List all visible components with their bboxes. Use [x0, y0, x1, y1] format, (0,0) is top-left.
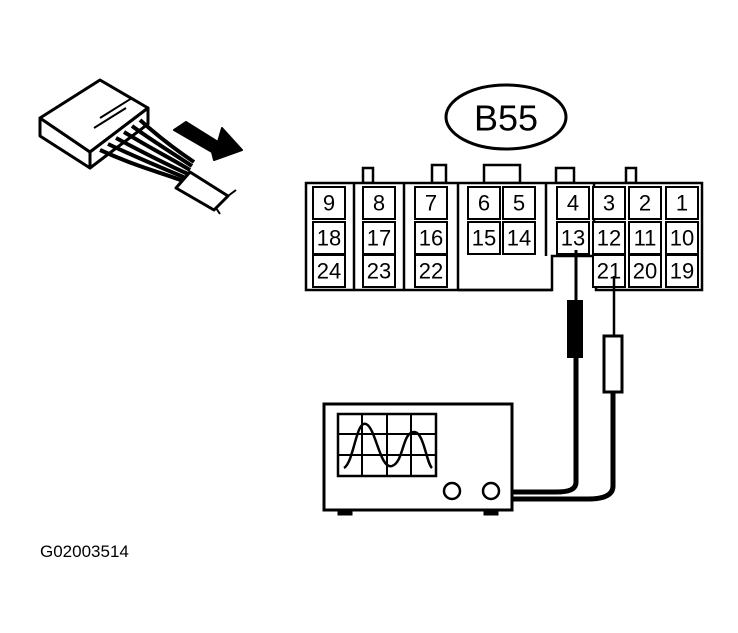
pin-number: 9	[323, 191, 335, 216]
pin-number: 7	[425, 191, 437, 216]
pin-number: 17	[367, 226, 391, 251]
pin-number: 24	[317, 259, 341, 284]
pin-number: 14	[507, 226, 531, 251]
pin-number: 15	[472, 226, 496, 251]
pin-cell	[312, 186, 346, 220]
pin-cell	[414, 254, 448, 288]
pin-number: 2	[639, 191, 651, 216]
pin-number: 16	[419, 226, 443, 251]
connector-back-view-icon	[38, 78, 237, 215]
pin-number: 4	[567, 191, 579, 216]
pin-cell	[362, 221, 396, 255]
pin-cell	[414, 186, 448, 220]
pin-number: 6	[478, 191, 490, 216]
pin-number: 18	[317, 226, 341, 251]
arrow-icon	[173, 121, 243, 161]
pin-cell	[592, 221, 626, 255]
test-probe-white	[602, 276, 624, 486]
pin-cell	[628, 254, 662, 288]
connector-name-badge	[444, 83, 568, 151]
pin-cell	[502, 186, 536, 220]
pin-cell	[312, 254, 346, 288]
pin-number: 8	[373, 191, 385, 216]
pin-cell	[556, 186, 590, 220]
pin-number: 22	[419, 259, 443, 284]
probe-lead	[502, 481, 579, 495]
pin-cell	[665, 254, 699, 288]
pin-number: 20	[633, 259, 657, 284]
pin-cell	[362, 186, 396, 220]
pin-cell	[665, 186, 699, 220]
pin-cell	[467, 186, 501, 220]
oscilloscope-icon	[322, 402, 514, 516]
pin-number: 21	[597, 259, 621, 284]
pin-number: 5	[513, 191, 525, 216]
pin-number: 10	[670, 226, 694, 251]
pin-cell	[628, 186, 662, 220]
pin-cell	[362, 254, 396, 288]
pin-cell	[556, 221, 590, 255]
pin-number: 1	[676, 191, 688, 216]
pin-cell	[467, 221, 501, 255]
pin-cell	[592, 254, 626, 288]
test-probe-black	[567, 250, 583, 482]
pin-number: 12	[597, 226, 621, 251]
pin-cell	[592, 186, 626, 220]
connector-name: B55	[474, 98, 538, 139]
pin-number: 13	[561, 226, 585, 251]
pin-number: 3	[603, 191, 615, 216]
figure-code: G02003514	[40, 542, 129, 561]
pin-cell	[312, 221, 346, 255]
pin-number: 23	[367, 259, 391, 284]
probe-lead	[502, 485, 616, 502]
pin-number: 19	[670, 259, 694, 284]
pin-number: 11	[634, 226, 657, 251]
pin-cell	[502, 221, 536, 255]
